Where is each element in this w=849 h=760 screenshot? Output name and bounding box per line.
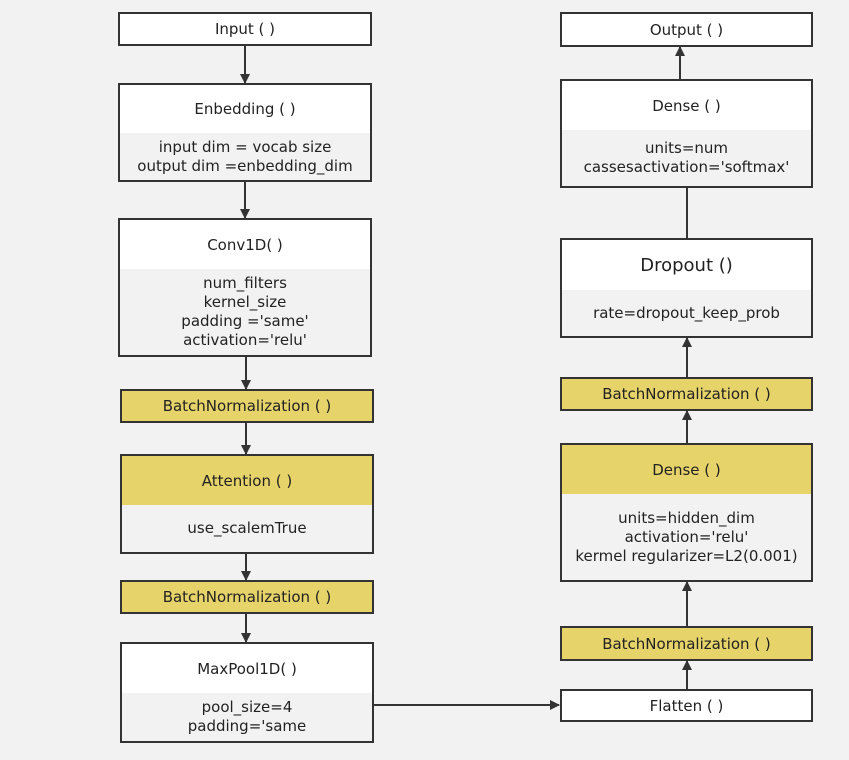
batchnorm-node-4: BatchNormalization ( ) bbox=[560, 626, 813, 661]
conv1d-node: Conv1D( ) num_filters kernel_size paddin… bbox=[118, 218, 372, 357]
maxpool-param: pool_size=4 bbox=[201, 698, 293, 716]
batchnorm-node-2-title: BatchNormalization ( ) bbox=[162, 588, 332, 606]
output-node-title: Output ( ) bbox=[649, 20, 724, 39]
output-node: Output ( ) bbox=[560, 12, 813, 47]
embedding-node-params: input dim = vocab size output dim =enbed… bbox=[120, 133, 370, 180]
dense-hidden-param: units=hidden_dim bbox=[618, 508, 755, 527]
dense-hidden-param: activation='relu' bbox=[624, 527, 749, 546]
dense-output-node-title: Dense ( ) bbox=[562, 81, 811, 131]
embedding-param: input dim = vocab size bbox=[158, 137, 332, 156]
batchnorm-node-3: BatchNormalization ( ) bbox=[560, 377, 813, 411]
attention-node: Attention ( ) use_scalemTrue bbox=[120, 454, 374, 554]
batchnorm-node-4-title: BatchNormalization ( ) bbox=[602, 634, 771, 653]
conv1d-node-title: Conv1D( ) bbox=[120, 220, 370, 270]
dense-hidden-node: Dense ( ) units=hidden_dim activation='r… bbox=[560, 443, 813, 582]
batchnorm-node-1-title: BatchNormalization ( ) bbox=[162, 397, 332, 415]
conv1d-param: activation='relu' bbox=[183, 331, 307, 349]
dense-hidden-node-title: Dense ( ) bbox=[562, 445, 811, 495]
batchnorm-node-3-title: BatchNormalization ( ) bbox=[602, 385, 771, 403]
dense-output-param: cassesactivation='softmax' bbox=[583, 158, 790, 176]
dropout-param: rate=dropout_keep_prob bbox=[593, 303, 780, 322]
dense-output-node: Dense ( ) units=num cassesactivation='so… bbox=[560, 79, 813, 188]
input-node-title: Input ( ) bbox=[214, 20, 276, 38]
dropout-node: Dropout () rate=dropout_keep_prob bbox=[560, 238, 813, 338]
attention-param: use_scalemTrue bbox=[187, 519, 307, 537]
input-node: Input ( ) bbox=[118, 12, 372, 46]
conv1d-param: padding ='same' bbox=[181, 312, 309, 330]
batchnorm-node-1: BatchNormalization ( ) bbox=[120, 389, 374, 423]
dense-output-node-params: units=num cassesactivation='softmax' bbox=[562, 130, 811, 186]
maxpool-node-params: pool_size=4 padding='same bbox=[122, 693, 372, 741]
flatten-node-title: Flatten ( ) bbox=[649, 696, 724, 715]
dense-hidden-param: kermel regularizer=L2(0.001) bbox=[575, 546, 798, 565]
embedding-node-title: Enbedding ( ) bbox=[120, 85, 370, 134]
flatten-node: Flatten ( ) bbox=[560, 689, 813, 722]
dropout-node-title: Dropout () bbox=[562, 240, 811, 291]
maxpool-node-title: MaxPool1D( ) bbox=[122, 644, 372, 694]
attention-node-title: Attention ( ) bbox=[122, 456, 372, 506]
maxpool-param: padding='same bbox=[187, 717, 307, 735]
attention-node-params: use_scalemTrue bbox=[122, 505, 372, 552]
batchnorm-node-2: BatchNormalization ( ) bbox=[120, 580, 374, 614]
dense-output-param: units=num bbox=[644, 139, 729, 157]
dropout-node-params: rate=dropout_keep_prob bbox=[562, 290, 811, 336]
conv1d-param: kernel_size bbox=[203, 293, 287, 311]
embedding-param: output dim =enbedding_dim bbox=[137, 156, 353, 175]
maxpool-node: MaxPool1D( ) pool_size=4 padding='same bbox=[120, 642, 374, 743]
conv1d-node-params: num_filters kernel_size padding ='same' … bbox=[120, 269, 370, 355]
embedding-node: Enbedding ( ) input dim = vocab size out… bbox=[118, 83, 372, 182]
dense-hidden-node-params: units=hidden_dim activation='relu' kerme… bbox=[562, 494, 811, 580]
conv1d-param: num_filters bbox=[203, 274, 287, 292]
